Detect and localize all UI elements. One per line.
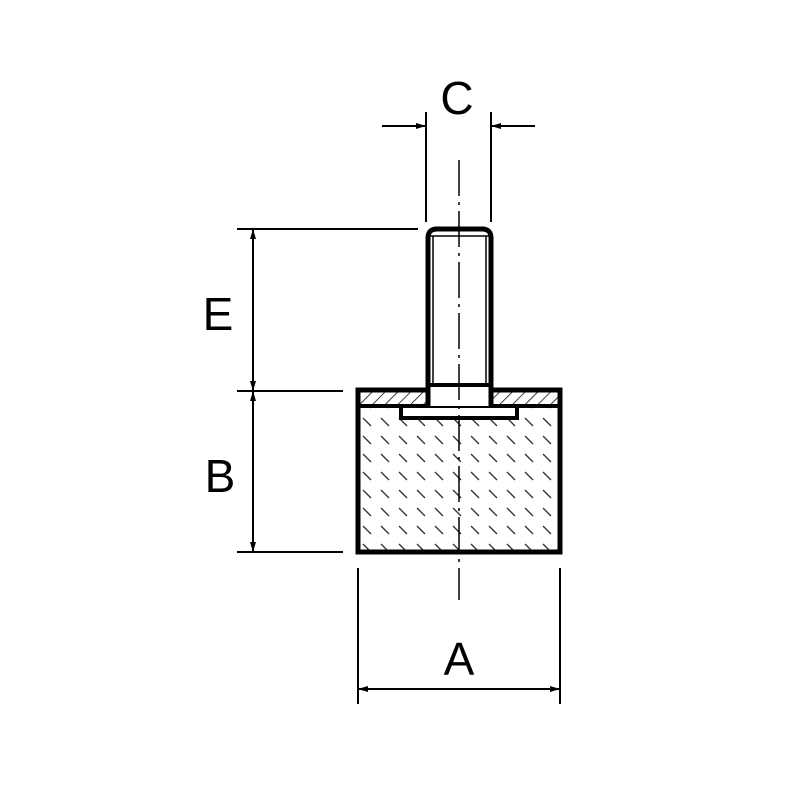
dimension-a: A xyxy=(357,568,561,704)
dimension-label-e: E xyxy=(203,288,234,340)
dimension-label-a: A xyxy=(444,633,475,685)
dimension-label-c: C xyxy=(440,72,473,124)
dimension-label-b: B xyxy=(205,450,236,502)
dimension-e: E xyxy=(203,228,418,392)
dimension-b: B xyxy=(205,391,343,553)
dimension-c: C xyxy=(382,72,535,222)
